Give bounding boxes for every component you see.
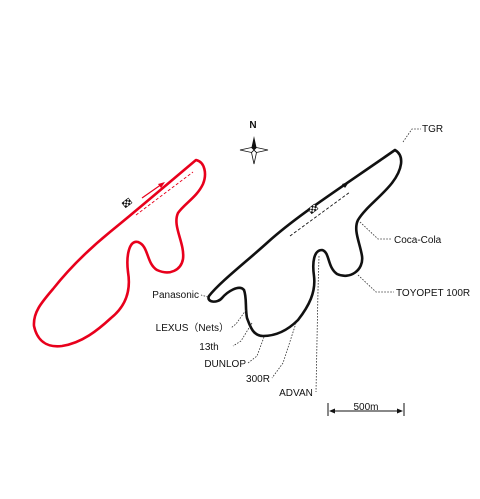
13th-leader	[232, 322, 253, 347]
panasonic-leader	[200, 294, 209, 298]
corner-label-lexus-nets: LEXUS（Nets）	[156, 322, 229, 334]
300r-leader	[271, 322, 297, 379]
corner-label-advan: ADVAN	[279, 388, 313, 399]
corner-label-13th: 13th	[199, 342, 218, 353]
corner-label-dunlop: DUNLOP	[204, 359, 246, 370]
short-course	[32, 158, 207, 348]
corner-label-panasonic: Panasonic	[152, 290, 199, 301]
short-course-track	[32, 158, 207, 348]
short-course-pit-lane	[135, 171, 194, 216]
corner-label-coca-cola: Coca-Cola	[394, 235, 442, 246]
toyopet-100r-leader	[357, 274, 394, 293]
compass-star-icon	[239, 136, 269, 165]
start-finish-flag-icon	[121, 197, 133, 209]
advan-leader	[315, 255, 320, 393]
full-course-pit-lane	[289, 191, 351, 237]
compass: N	[239, 120, 269, 165]
dunlop-leader	[247, 336, 265, 364]
lexus-nets-leader	[230, 309, 247, 329]
full-course-track	[207, 148, 403, 338]
scale-bar: 500m	[327, 402, 405, 416]
corner-labels: TGR Coca-Cola TOYOPET 100R Panasonic LEX…	[152, 124, 470, 399]
coca-cola-leader	[359, 221, 392, 240]
short-course-direction-arrow-icon	[141, 182, 165, 199]
start-finish-flag-icon	[307, 203, 319, 215]
corner-label-toyopet-100r: TOYOPET 100R	[396, 288, 470, 299]
corner-label-tgr: TGR	[422, 124, 443, 135]
scale-label: 500m	[353, 402, 378, 413]
tgr-leader	[402, 128, 421, 143]
corner-label-300r: 300R	[246, 374, 270, 385]
north-label: N	[249, 120, 256, 131]
full-course	[207, 148, 403, 338]
full-course-direction-arrow-icon	[325, 182, 349, 199]
